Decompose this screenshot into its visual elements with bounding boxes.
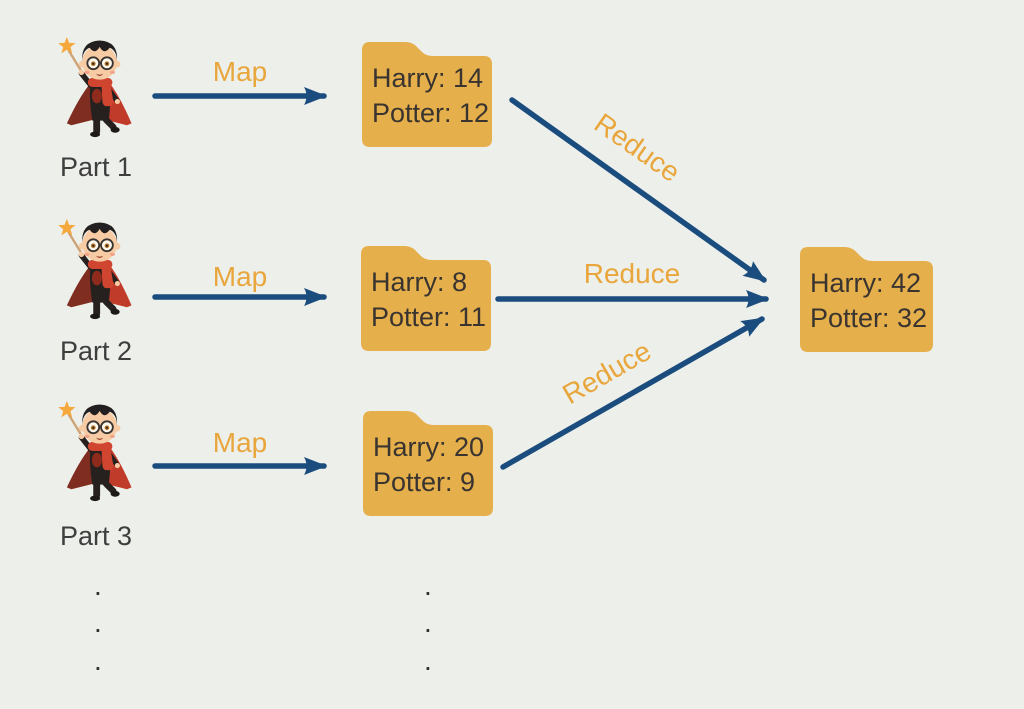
word-count-line: Potter: 9	[373, 467, 476, 497]
reduce-arrow-3	[500, 316, 765, 470]
map-label-3: Map	[212, 427, 268, 458]
folder-icon	[800, 247, 933, 352]
reduce-label-2: Reduce	[583, 258, 681, 289]
folder-icon	[361, 246, 491, 351]
wizard-character-3	[55, 398, 137, 503]
reduce-result-folder: Harry: 42 Potter: 32	[800, 247, 933, 352]
part-label-1: Part 1	[59, 152, 133, 182]
reduce-arrow-1	[509, 97, 767, 283]
word-count-line: Potter: 11	[371, 302, 487, 332]
word-count-line: Harry: 14	[372, 63, 484, 93]
word-count-line: Harry: 20	[373, 432, 485, 462]
map-label-2: Map	[212, 261, 268, 292]
map-output-folder-3: Harry: 20 Potter: 9	[363, 411, 493, 516]
map-output-folder-1: Harry: 14 Potter: 12	[362, 42, 492, 147]
folder-icon	[362, 42, 492, 147]
ellipsis-dot: .	[424, 607, 432, 638]
part-label-2: Part 2	[59, 336, 133, 366]
word-count-line: Harry: 42	[810, 268, 922, 298]
wizard-character-1	[55, 34, 137, 139]
ellipsis-dot: .	[94, 645, 102, 676]
folder-icon	[363, 411, 493, 516]
ellipsis-dot: .	[94, 607, 102, 638]
wizard-character-2	[55, 216, 137, 321]
word-count-line: Harry: 8	[371, 267, 468, 297]
part-label-3: Part 3	[59, 521, 133, 551]
ellipsis-dot: .	[424, 570, 432, 601]
map-output-folder-2: Harry: 8 Potter: 11	[361, 246, 491, 351]
ellipsis-dot: .	[94, 570, 102, 601]
map-label-1: Map	[212, 56, 268, 87]
word-count-line: Potter: 12	[372, 98, 490, 128]
word-count-line: Potter: 32	[810, 303, 928, 333]
ellipsis-dot: .	[424, 645, 432, 676]
